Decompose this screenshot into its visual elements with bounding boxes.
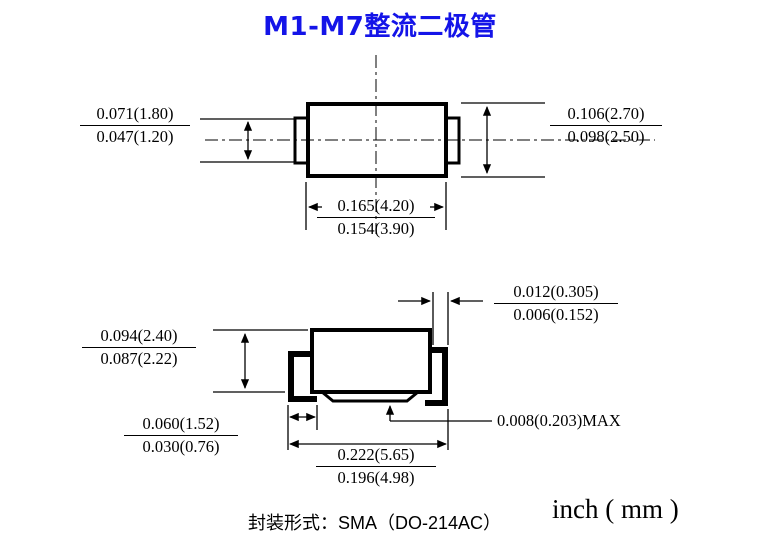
dim-lead-thickness-max: 0.012(0.305) [513,282,599,301]
dim-body-thickness: 0.094(2.40) 0.087(2.22) [82,327,196,368]
dim-body-width-max: 0.165(4.20) [337,196,415,215]
dim-overall-width-min: 0.196(4.98) [337,468,415,487]
side-view-dimension-lines [213,292,492,450]
left-lead [288,351,317,402]
dim-body-thickness-max: 0.094(2.40) [100,326,178,345]
fraction-bar [317,217,435,218]
dim-foot-length-min: 0.030(0.76) [142,437,220,456]
top-view-dimension-lines [200,102,545,230]
dim-tab-height: 0.071(1.80) 0.047(1.20) [80,105,190,146]
body-bottom-profile [321,390,419,403]
dim-standoff-max: 0.008(0.203)MAX [497,411,621,430]
dim-body-width-min: 0.154(3.90) [337,219,415,238]
right-lead [425,347,448,406]
fraction-bar [124,435,238,436]
dim-foot-length: 0.060(1.52) 0.030(0.76) [124,415,238,456]
dim-foot-length-max: 0.060(1.52) [142,414,220,433]
dim-lead-thickness-min: 0.006(0.152) [513,305,599,324]
units-label: inch ( mm ) [552,494,679,524]
dim-tab-height-min: 0.047(1.20) [96,127,174,146]
package-body-side-view [310,328,432,394]
fraction-bar [550,125,662,126]
fraction-bar [80,125,190,126]
side-view-package-outline [288,328,448,406]
dim-lead-thickness: 0.012(0.305) 0.006(0.152) [494,283,618,324]
dim-overall-width-max: 0.222(5.65) [337,445,415,464]
dim-body-height-max: 0.106(2.70) [567,104,645,123]
fraction-bar [82,347,196,348]
fraction-bar [494,303,618,304]
dim-body-thickness-min: 0.087(2.22) [100,349,178,368]
top-view-package-outline [205,55,655,234]
package-type-label: 封装形式：SMA（DO-214AC） [248,513,502,533]
dim-body-width: 0.165(4.20) 0.154(3.90) [317,197,435,238]
dim-overall-width: 0.222(5.65) 0.196(4.98) [316,446,436,487]
page-title: M1-M7整流二极管 [263,12,497,42]
fraction-bar [316,466,436,467]
dim-body-height: 0.106(2.70) 0.098(2.50) [550,105,662,146]
dim-tab-height-max: 0.071(1.80) [96,104,174,123]
dim-body-height-min: 0.098(2.50) [567,127,645,146]
